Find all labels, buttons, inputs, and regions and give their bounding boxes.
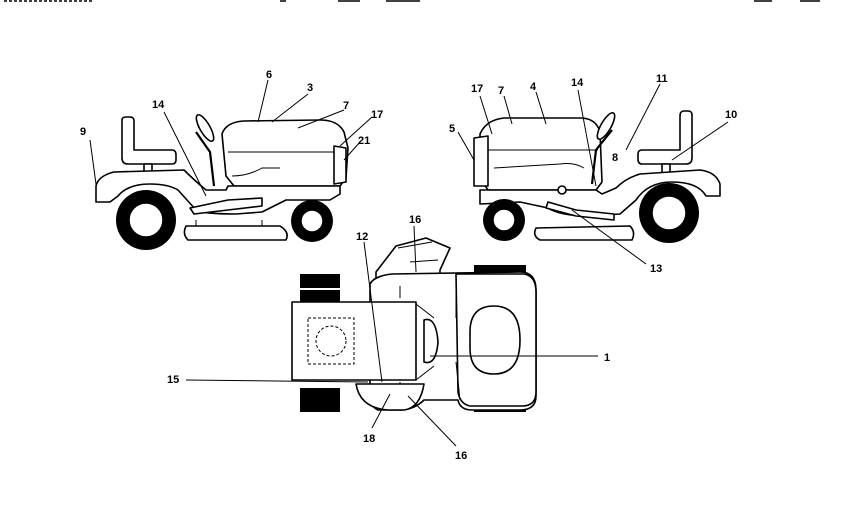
callout-12: 12 xyxy=(356,231,368,243)
callout-17-right: 17 xyxy=(471,83,483,95)
callout-16-top: 16 xyxy=(409,214,421,226)
callout-labels: 9 14 6 3 7 17 21 17 7 4 5 14 11 10 8 13 … xyxy=(80,69,737,462)
right-side-view-mower xyxy=(473,110,721,243)
callout-18: 18 xyxy=(363,433,375,445)
callout-10: 10 xyxy=(725,109,737,121)
left-side-view-mower xyxy=(95,113,349,250)
top-view-mower xyxy=(291,237,537,412)
callout-7-right: 7 xyxy=(498,85,504,97)
callout-11: 11 xyxy=(656,73,668,85)
callout-4: 4 xyxy=(530,81,537,93)
callout-15: 15 xyxy=(167,374,179,386)
callout-21: 21 xyxy=(358,135,370,147)
callout-14-right: 14 xyxy=(571,77,584,89)
callout-1: 1 xyxy=(604,352,610,364)
callout-3: 3 xyxy=(307,82,313,94)
leader-lines xyxy=(89,79,729,447)
callout-9: 9 xyxy=(80,126,86,138)
callout-5: 5 xyxy=(449,123,455,135)
callout-17-left: 17 xyxy=(371,109,383,121)
callout-6: 6 xyxy=(266,69,272,81)
callout-14-left: 14 xyxy=(152,99,165,111)
callout-16-bottom: 16 xyxy=(455,450,467,462)
callout-7-left: 7 xyxy=(343,100,349,112)
callout-13: 13 xyxy=(650,263,662,275)
callout-8: 8 xyxy=(612,152,618,164)
